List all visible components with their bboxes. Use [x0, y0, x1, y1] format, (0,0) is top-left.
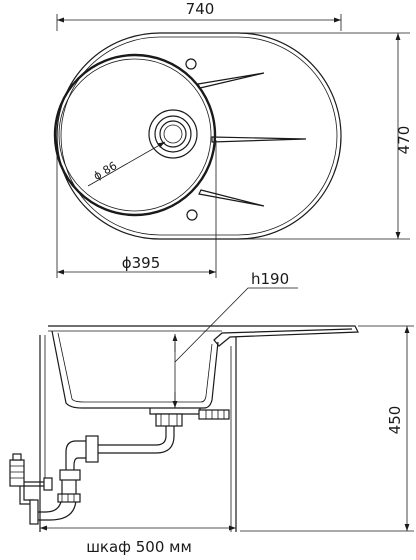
overflow-outlet — [198, 409, 230, 420]
sink-outer-outline — [56, 32, 342, 240]
drain-plug-circle — [163, 124, 183, 144]
side-height-label: 450 — [386, 406, 404, 435]
drain-groove-lower — [198, 189, 265, 207]
wall-outlet-pipe — [19, 481, 48, 505]
drain-diameter-label: ϕ 86 — [91, 159, 119, 183]
bowl-diameter-label: ϕ395 — [122, 254, 161, 272]
siphon-bottom-cap — [57, 493, 81, 503]
depth-leader — [174, 287, 298, 363]
bowl-circle — [53, 53, 217, 217]
siphon-nut-upper — [85, 435, 99, 463]
bowl-section-inner — [57, 332, 213, 403]
bowl-inner-circle — [58, 58, 212, 212]
sink-inner-outline — [60, 36, 338, 236]
drain-outer-circle — [148, 109, 198, 159]
depth-callout-label: h190 — [251, 270, 289, 288]
drain-mid-circle — [154, 115, 192, 153]
top-view: 740 470 ϕ 86 ϕ395 — [53, 0, 413, 278]
drain-groove-middle — [211, 136, 307, 143]
height-label: 470 — [395, 126, 413, 155]
drain-inner-circle — [159, 120, 187, 148]
siphon-body — [65, 440, 86, 470]
width-label: 740 — [186, 0, 215, 18]
drain-pipe — [97, 426, 167, 446]
tap-hole-top — [185, 58, 197, 70]
drain-groove-upper — [197, 72, 265, 89]
wall-outlet-nut — [9, 459, 25, 487]
side-view: h190 450 шкаф 500 мм — [9, 270, 414, 556]
cabinet-label: шкаф 500 мм — [86, 538, 192, 556]
drain-body — [149, 408, 201, 415]
sink-rim — [48, 325, 359, 347]
drain-diameter-leader — [87, 141, 166, 187]
tap-hole-bottom — [186, 209, 198, 221]
bowl-section-outer — [51, 330, 219, 409]
siphon-nut-lower — [59, 469, 81, 481]
